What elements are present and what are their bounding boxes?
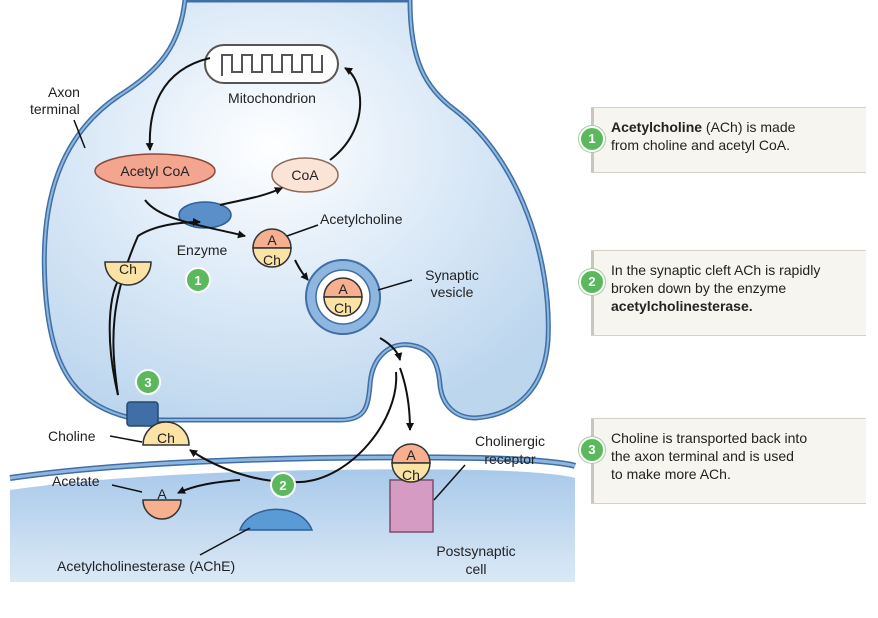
receptor-ch-text: Ch <box>402 467 420 483</box>
receptor-pointer <box>433 464 466 501</box>
ache-label: Acetylcholinesterase (AChE) <box>57 558 235 574</box>
synaptic-vesicle-label-1: Synaptic <box>425 267 479 283</box>
release-arrows <box>177 367 414 494</box>
enzyme-label: Enzyme <box>177 242 228 258</box>
synthesis-arrows <box>108 57 403 396</box>
step-2-bold: acetylcholinesterase. <box>611 298 753 314</box>
acetate-a-text: A <box>157 486 167 502</box>
step-3-text: Choline is transported back into the axo… <box>611 429 858 483</box>
vesicle-ch-text: Ch <box>334 300 352 316</box>
step-3-badge-diagram <box>135 369 161 395</box>
step-2-badge: 2 <box>579 269 605 295</box>
acetate-pointer <box>111 484 143 493</box>
coa-molecule <box>271 157 339 193</box>
step-3-badge: 3 <box>579 437 605 463</box>
step-1-line1: (ACh) is made <box>702 119 796 135</box>
step-1-box: 1 Acetylcholine (ACh) is made from choli… <box>579 107 866 173</box>
ach-a-text: A <box>267 232 277 248</box>
step-2-line1: In the synaptic cleft ACh is rapidly <box>611 262 821 278</box>
ach-ch-text: Ch <box>263 252 281 268</box>
enzyme-shape <box>178 201 232 229</box>
choline-transporter <box>126 401 159 427</box>
step-3-line2: the axon terminal and is used <box>611 448 794 464</box>
step-2-badge-diagram <box>270 472 296 498</box>
step-1-number-diagram: 1 <box>194 273 201 288</box>
ache-pointer <box>199 527 251 556</box>
acetate-label: Acetate <box>52 473 100 489</box>
step-3-line1: Choline is transported back into <box>611 430 808 446</box>
receptor-ach-top <box>391 443 431 464</box>
choline-cleft-text: Ch <box>157 430 175 446</box>
axon-terminal-label-1: Axon <box>48 84 80 100</box>
choline-terminal-text: Ch <box>119 261 137 277</box>
acetylcholine-pointer <box>286 224 319 237</box>
vesicle-a-text: A <box>338 281 348 297</box>
ache-enzyme <box>238 508 314 531</box>
step-1-text: Acetylcholine (ACh) is made from choline… <box>611 118 858 154</box>
acetyl-coa-molecule <box>94 153 216 189</box>
cholinergic-receptor-label-1: Cholinergic <box>475 433 545 449</box>
synaptic-vesicle <box>305 259 381 335</box>
acetylcholine-label: Acetylcholine <box>320 211 403 227</box>
synaptic-vesicle-label-2: vesicle <box>431 284 474 300</box>
choline-pointer <box>109 435 143 443</box>
step-1-badge: 1 <box>579 126 605 152</box>
step-3-number-diagram: 3 <box>144 375 151 390</box>
postsynaptic-label-2: cell <box>465 561 486 577</box>
axon-terminal <box>41 0 551 423</box>
mitochondrion-label: Mitochondrion <box>228 90 316 106</box>
step-2-line2: broken down by the enzyme <box>611 280 787 296</box>
acetylcholine-molecule <box>252 228 292 268</box>
step-1-badge-diagram <box>185 267 211 293</box>
cholinergic-receptor <box>389 479 434 533</box>
step-3-line3: to make more ACh. <box>611 466 731 482</box>
step-1-line2: from choline and acetyl CoA. <box>611 137 790 153</box>
receptor-a-text: A <box>406 447 416 463</box>
vesicle-pointer <box>377 279 413 291</box>
step-1-bold: Acetylcholine <box>611 119 703 135</box>
receptor-ach-bottom <box>391 462 431 483</box>
axon-terminal-pointer <box>73 119 86 149</box>
step-2-text: In the synaptic cleft ACh is rapidly bro… <box>611 261 858 315</box>
postsynaptic-label-1: Postsynaptic <box>436 543 515 559</box>
mitochondrion <box>204 44 339 84</box>
step-3-box: 3 Choline is transported back into the a… <box>579 418 866 504</box>
cholinergic-receptor-label-2: receptor <box>484 451 536 467</box>
step-2-box: 2 In the synaptic cleft ACh is rapidly b… <box>579 250 866 336</box>
axon-terminal-label-2: terminal <box>30 101 80 117</box>
choline-molecule-cleft <box>142 421 190 446</box>
step-2-number-diagram: 2 <box>279 478 286 493</box>
acetate-molecule <box>142 499 182 520</box>
coa-label: CoA <box>291 167 319 183</box>
choline-label: Choline <box>48 428 96 444</box>
acetyl-coa-label: Acetyl CoA <box>120 163 190 179</box>
choline-molecule-terminal <box>104 261 152 286</box>
